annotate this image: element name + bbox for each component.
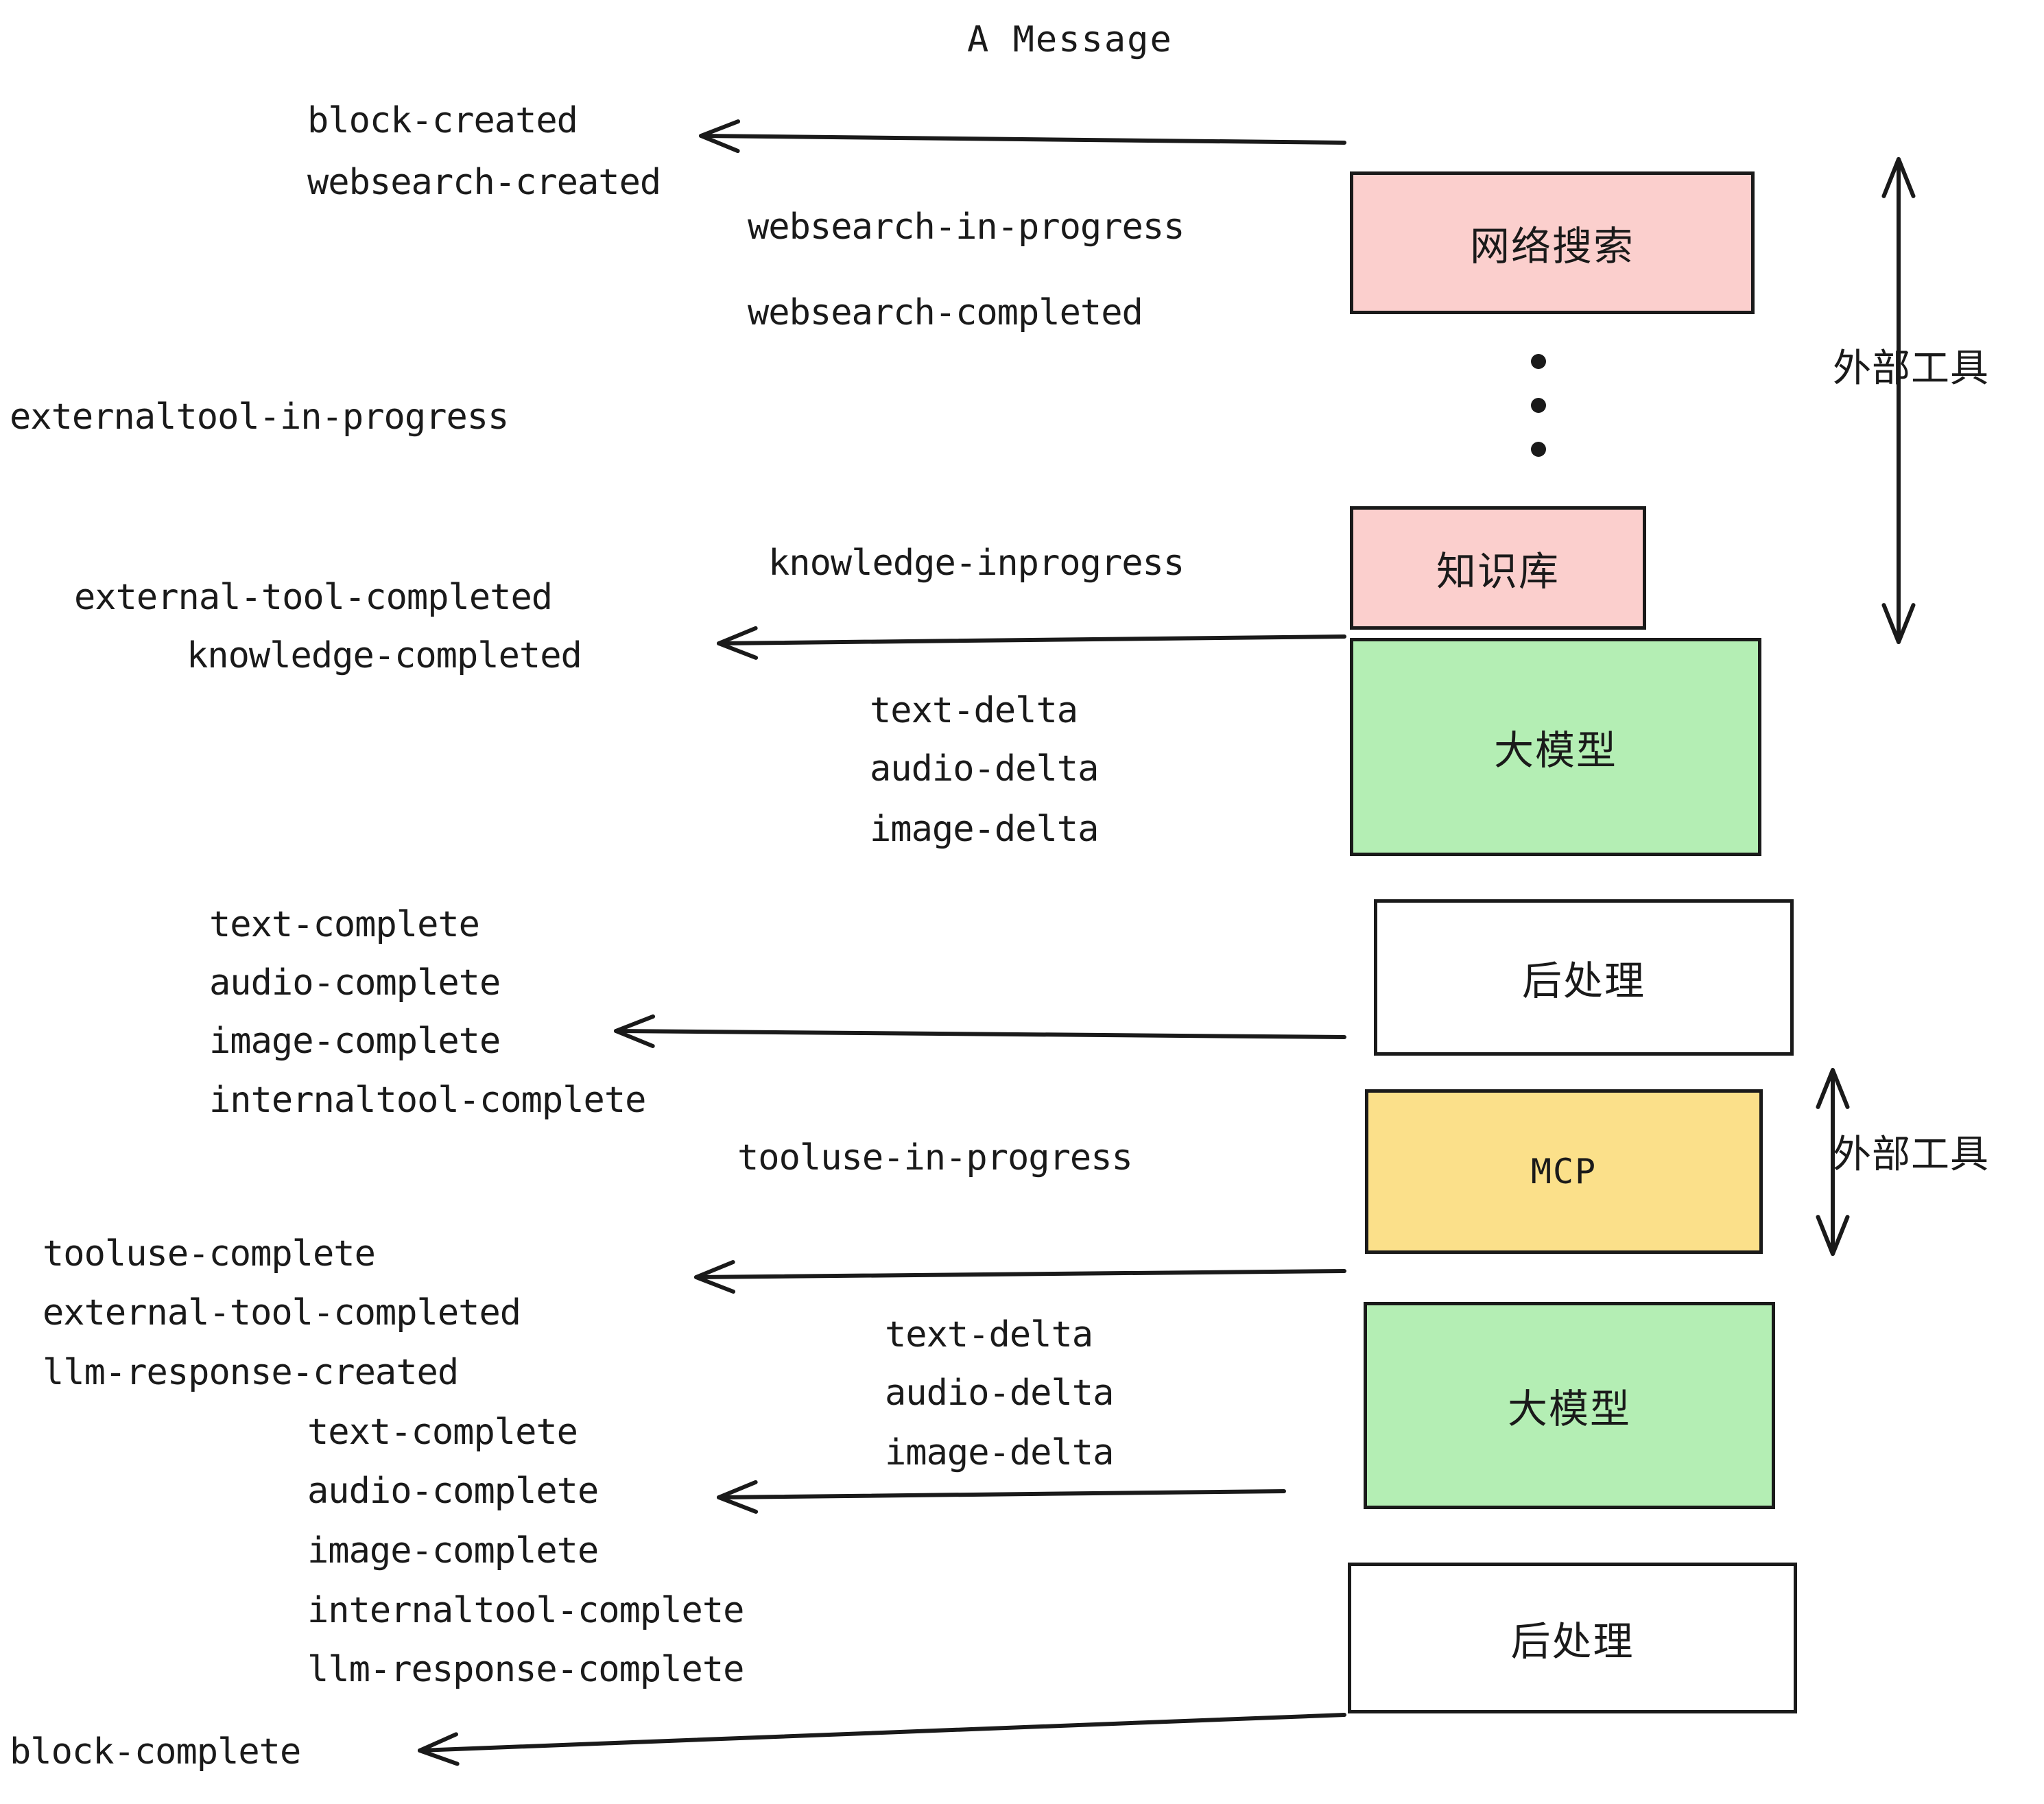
event-label-image-complete-2: image-complete <box>307 1530 599 1571</box>
event-label-text-complete-2: text-complete <box>307 1412 578 1453</box>
page-title: A Message <box>967 19 1173 60</box>
node-postprocess-2[interactable]: 后处理 <box>1348 1563 1797 1713</box>
event-label-knowledge-inprogress: knowledge-inprogress <box>768 543 1185 584</box>
event-label-externaltool-in-progress: externaltool-in-progress <box>10 396 509 438</box>
side-label-external-tool-top: 外部工具 <box>1833 346 1989 391</box>
node-mcp[interactable]: MCP <box>1365 1089 1763 1254</box>
arrow-audio-complete-head <box>717 1480 759 1514</box>
node-postprocess-1[interactable]: 后处理 <box>1374 899 1794 1056</box>
arrow-knowledge-line <box>717 634 1346 645</box>
arrow-audio-complete-line <box>717 1489 1286 1499</box>
node-label: 后处理 <box>1510 1618 1635 1665</box>
event-label-websearch-completed: websearch-completed <box>748 292 1143 333</box>
arrow-tooluse-head <box>694 1259 736 1294</box>
event-label-audio-complete-1: audio-complete <box>209 962 501 1004</box>
node-llm-1[interactable]: 大模型 <box>1350 638 1761 856</box>
event-label-text-complete-1: text-complete <box>209 904 480 945</box>
event-label-external-tool-completed-1: external-tool-completed <box>74 577 553 618</box>
double-arrow-top-head-down <box>1881 603 1916 644</box>
event-label-websearch-created: websearch-created <box>307 162 661 203</box>
event-label-knowledge-completed: knowledge-completed <box>187 635 582 676</box>
event-label-block-created: block-created <box>307 100 578 141</box>
event-label-audio-complete-2: audio-complete <box>307 1471 599 1512</box>
arrow-knowledge-head <box>717 626 759 660</box>
side-label-external-tool-bottom: 外部工具 <box>1833 1132 1989 1177</box>
ellipsis-dot <box>1531 354 1546 369</box>
arrow-image-complete-head <box>614 1014 656 1048</box>
event-label-image-delta-2: image-delta <box>885 1432 1114 1473</box>
node-label: MCP <box>1530 1152 1597 1191</box>
ellipsis-dot <box>1531 442 1546 457</box>
node-label: 网络搜索 <box>1469 223 1635 270</box>
node-label: 大模型 <box>1493 727 1617 774</box>
double-arrow-bottom-head-down <box>1816 1215 1850 1256</box>
arrow-tooluse-line <box>694 1269 1346 1279</box>
double-arrow-top-head-up <box>1881 157 1916 198</box>
event-label-text-delta-2: text-delta <box>885 1314 1093 1355</box>
event-label-internaltool-complete-1: internaltool-complete <box>209 1080 646 1121</box>
event-label-audio-delta-1: audio-delta <box>870 748 1099 790</box>
event-label-websearch-in-progress: websearch-in-progress <box>748 206 1185 248</box>
node-label: 大模型 <box>1507 1386 1631 1432</box>
arrow-block-created-head <box>699 119 741 154</box>
event-label-block-complete: block-complete <box>10 1731 301 1772</box>
double-arrow-bottom-head-up <box>1816 1068 1850 1109</box>
node-knowledge[interactable]: 知识库 <box>1350 506 1646 630</box>
arrow-block-complete-head <box>418 1732 460 1766</box>
arrow-block-complete-line <box>418 1713 1346 1753</box>
event-label-image-complete-1: image-complete <box>209 1021 501 1062</box>
vertical-ellipsis-icon <box>1531 354 1546 457</box>
event-label-tooluse-in-progress: tooluse-in-progress <box>737 1137 1133 1178</box>
ellipsis-dot <box>1531 398 1546 413</box>
arrow-block-created-line <box>699 134 1346 145</box>
event-label-text-delta-1: text-delta <box>870 690 1078 731</box>
event-label-tooluse-complete: tooluse-complete <box>43 1233 376 1274</box>
event-label-llm-response-complete: llm-response-complete <box>307 1649 744 1690</box>
event-label-llm-response-created: llm-response-created <box>43 1352 459 1393</box>
node-llm-2[interactable]: 大模型 <box>1364 1302 1775 1509</box>
event-label-audio-delta-2: audio-delta <box>885 1373 1114 1414</box>
node-label: 后处理 <box>1521 958 1645 1004</box>
node-websearch[interactable]: 网络搜索 <box>1350 171 1755 314</box>
node-label: 知识库 <box>1436 548 1560 595</box>
arrow-image-complete-line <box>614 1029 1346 1039</box>
event-label-external-tool-completed-2: external-tool-completed <box>43 1292 521 1333</box>
event-label-image-delta-1: image-delta <box>870 809 1099 850</box>
event-label-internaltool-complete-2: internaltool-complete <box>307 1590 744 1631</box>
